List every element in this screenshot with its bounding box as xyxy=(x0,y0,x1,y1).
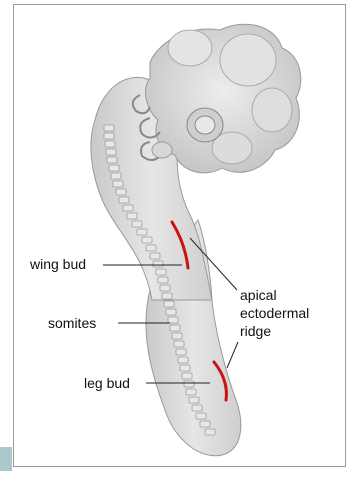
aer-label-line2: ectodermal xyxy=(240,305,309,321)
wing-bud-label: wing bud xyxy=(29,256,86,272)
aer-leader-lower xyxy=(227,342,238,368)
aer-label-line3: ridge xyxy=(240,323,271,339)
somites-label: somites xyxy=(48,315,96,331)
leg-bud-label: leg bud xyxy=(84,375,130,391)
aer-label-line1: apical xyxy=(240,287,277,303)
